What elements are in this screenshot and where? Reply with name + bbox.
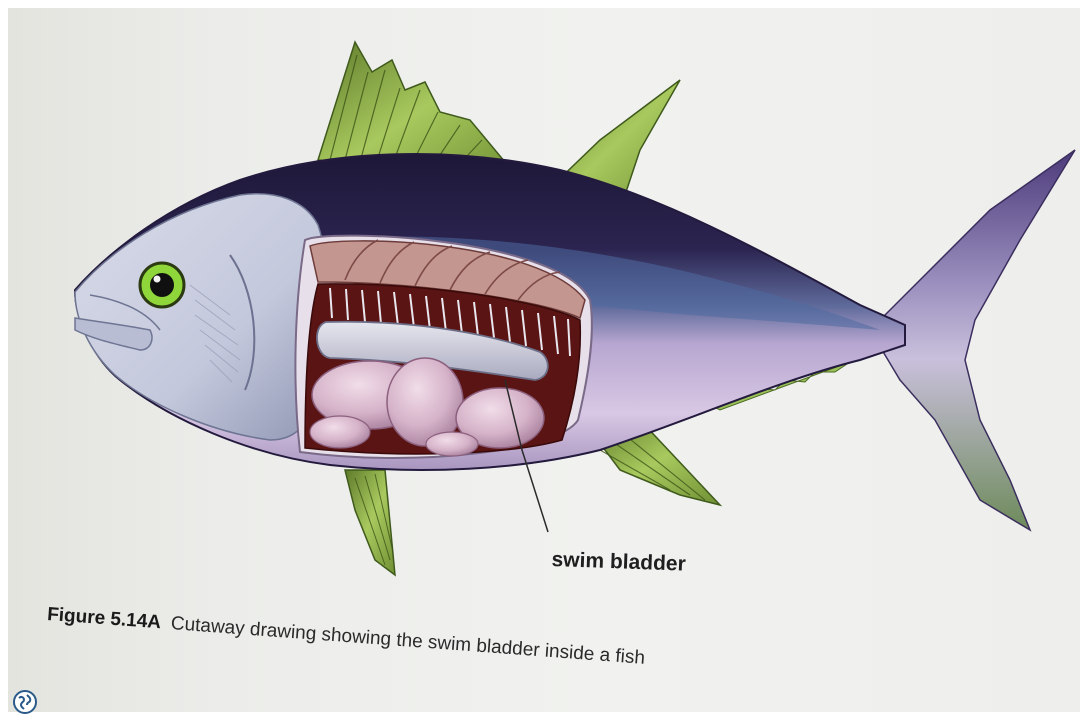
- organ-lower: [426, 432, 478, 456]
- globe-icon[interactable]: [12, 689, 38, 715]
- fish-head: [75, 194, 327, 440]
- organ-gonad: [310, 416, 370, 448]
- swim-bladder-label: swim bladder: [551, 548, 686, 577]
